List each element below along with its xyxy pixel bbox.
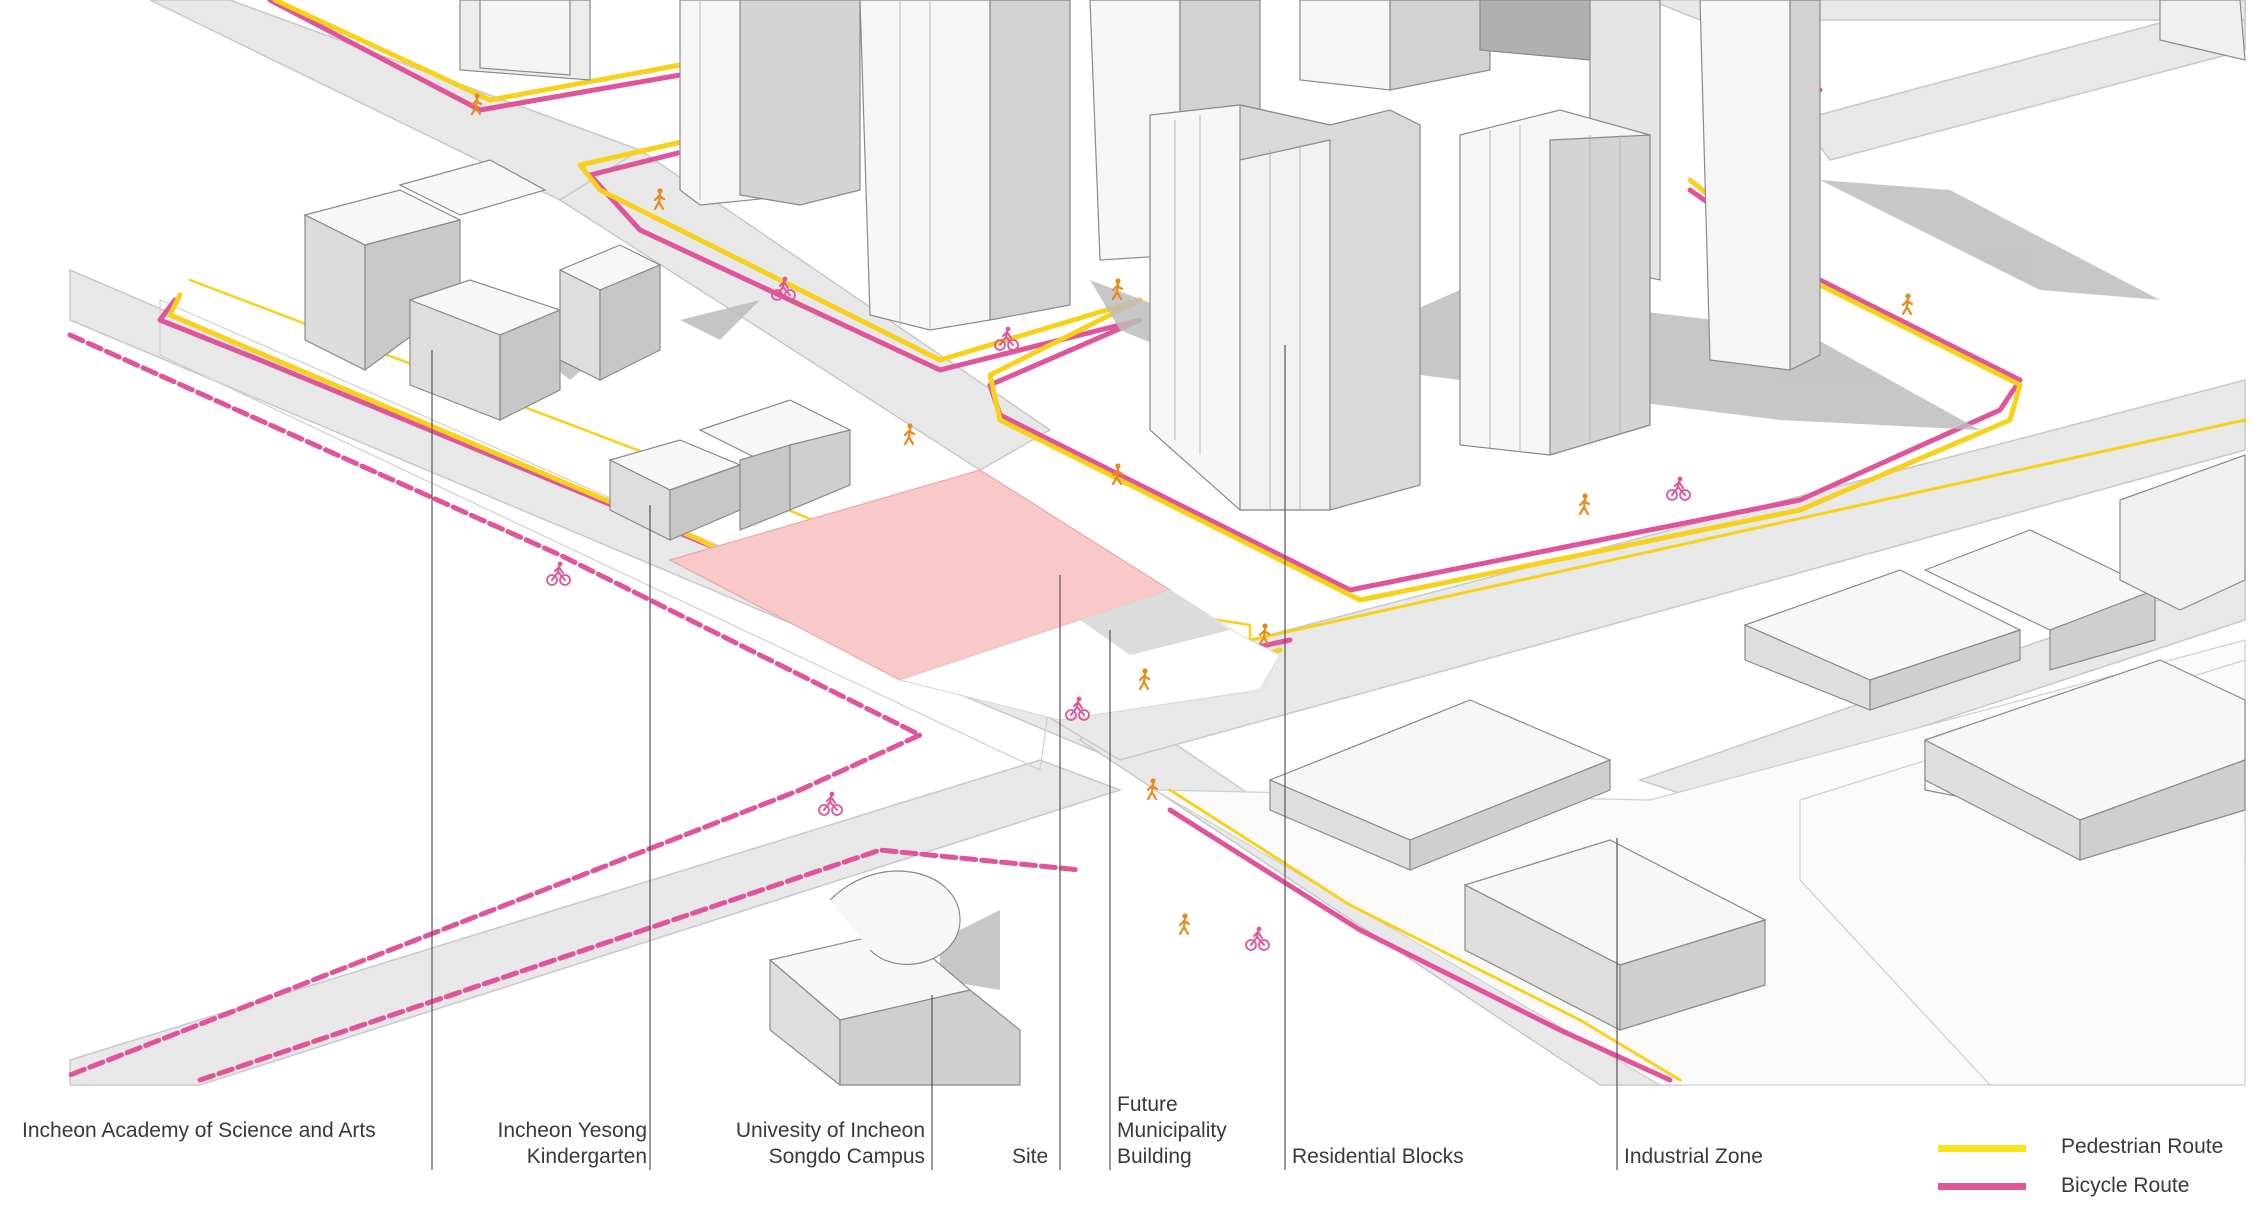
leader-lines [431,345,1618,1170]
label-municipality: Future Municipality Building [1117,1093,1227,1168]
residential-towers [459,0,2246,511]
bicycle-legend-swatch [1938,1183,2026,1190]
label-residential: Residential Blocks [1292,1145,1464,1168]
label-industrial: Industrial Zone [1624,1145,1763,1168]
label-academy: Incheon Academy of Science and Arts [22,1119,376,1142]
legend [1938,1145,2026,1190]
pedestrian-legend-swatch [1938,1145,2026,1152]
legend-pedestrian-label: Pedestrian Route [2061,1135,2224,1158]
label-site: Site [1012,1145,1049,1168]
label-kindergarten: Incheon Yesong Kindergarten [497,1119,647,1168]
legend-bicycle-label: Bicycle Route [2061,1174,2190,1197]
project-site [668,469,1281,721]
low-rise-buildings [303,159,2246,1087]
label-university: Univesity of Incheon Songdo Campus [735,1119,925,1168]
